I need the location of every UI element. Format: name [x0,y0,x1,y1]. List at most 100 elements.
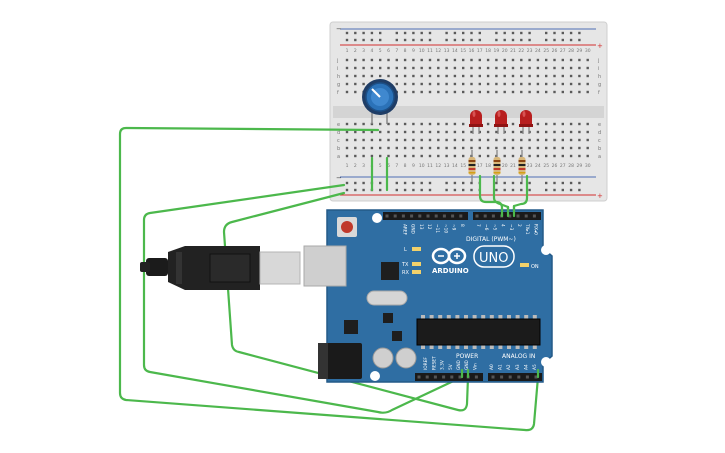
breadboard-hole [470,90,473,94]
breadboard-hole [569,74,573,78]
breadboard-hole [545,122,548,126]
column-number: 13 [444,163,450,169]
breadboard-hole [453,74,457,78]
breadboard-hole [511,58,515,62]
breadboard-hole [545,130,548,134]
column-number: 8 [404,163,407,169]
wire-rail-to-gnd-1[interactable] [142,183,464,414]
resistor-2[interactable] [493,150,501,182]
breadboard-hole [478,58,481,62]
breadboard-hole [520,188,523,192]
breadboard-hole [345,58,349,62]
breadboard-hole [379,66,382,70]
capacitor [395,347,417,369]
breadboard-hole [520,74,523,78]
breadboard-hole [403,82,407,86]
wire-resistor2-to-pin[interactable] [492,174,510,218]
breadboard-hole [420,154,423,158]
breadboard-hole [428,82,432,86]
led-3[interactable] [519,110,533,134]
wire-resistor3-to-pin[interactable] [512,174,529,218]
breadboard-hole [569,82,573,86]
capacitor [372,347,394,369]
breadboard-hole [553,31,556,35]
column-number: 30 [585,48,591,54]
breadboard-hole [345,74,349,78]
wire-rail-to-5v[interactable] [222,191,470,412]
breadboard-hole [354,122,357,126]
column-number: 17 [477,48,483,54]
digital-pin-label: 8 [459,224,465,227]
resistors [468,150,526,182]
row-letter: f [598,90,600,96]
potentiometer[interactable] [362,79,398,124]
breadboard-hole [503,130,506,134]
column-number: 18 [485,163,491,169]
column-number: 23 [527,163,533,169]
breadboard-hole [569,58,573,62]
column-number: 30 [585,163,591,169]
breadboard-hole [561,146,564,150]
column-number: 21 [510,163,516,169]
breadboard-hole [470,31,473,35]
breadboard[interactable]: 1122334455667788991010111112121313141415… [329,21,608,202]
breadboard-hole [462,38,465,42]
column-number: 3 [362,48,365,54]
breadboard-hole [362,58,365,62]
breadboard-hole [412,74,415,78]
breadboard-hole [561,31,564,35]
breadboard-hole [420,74,423,78]
led-2[interactable] [494,110,508,134]
breadboard-hole [520,38,523,42]
analog-section-label: ANALOG IN [502,353,535,360]
breadboard-hole [387,58,390,62]
usb-cable[interactable] [140,246,301,290]
column-number: 15 [460,48,466,54]
breadboard-hole [412,90,415,94]
breadboard-hole [395,58,398,62]
breadboard-hole [462,146,465,150]
breadboard-hole [354,38,357,42]
breadboard-hole [428,181,432,185]
column-number: 27 [560,48,566,54]
breadboard-hole [520,130,523,134]
breadboard-hole [362,146,365,150]
resistor-1[interactable] [468,150,476,182]
breadboard-hole [503,82,506,86]
digital-pin-label: TX▸1 [524,223,530,235]
wire-pot-to-a5[interactable] [118,126,540,432]
breadboard-hole [586,122,589,126]
breadboard-hole [569,146,573,150]
breadboard-hole [553,188,556,192]
uno-badge [473,245,515,268]
breadboard-hole [470,38,473,42]
breadboard-hole [403,181,407,185]
breadboard-hole [578,130,581,134]
breadboard-hole [395,188,398,192]
breadboard-hole [553,66,556,70]
column-number: 6 [387,163,390,169]
breadboard-hole [511,90,515,94]
reset-button-cap[interactable] [341,221,353,233]
breadboard-hole [403,90,407,94]
column-number: 11 [427,163,433,169]
led-1[interactable] [469,110,483,134]
breadboard-hole [561,66,564,70]
row-letter: a [598,154,601,160]
breadboard-hole [453,130,457,134]
breadboard-hole [495,31,498,35]
breadboard-hole [486,122,490,126]
breadboard-hole [412,58,415,62]
resistor-3[interactable] [518,150,526,182]
breadboard-hole [528,181,531,185]
breadboard-hole [520,146,523,150]
breadboard-hole [545,82,548,86]
power-pin-label: Vin [472,363,478,370]
breadboard-hole [428,154,432,158]
breadboard-hole [586,90,589,94]
breadboard-hole [486,130,490,134]
breadboard-hole [536,58,540,62]
analog-pin-label: A4 [523,364,529,370]
breadboard-hole [420,31,423,35]
